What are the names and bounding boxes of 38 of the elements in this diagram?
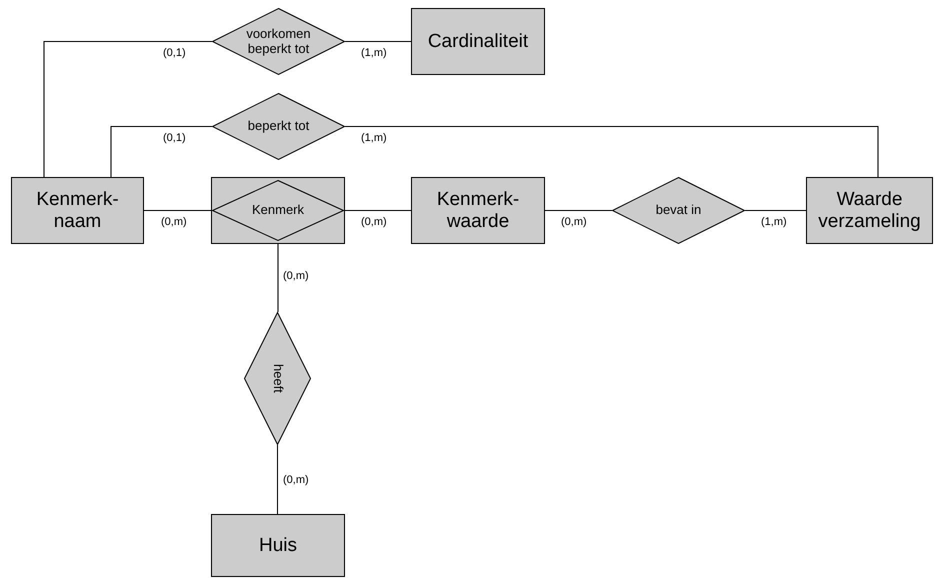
- relationship-diamond: [612, 177, 745, 244]
- relationship-name: Kenmerk: [252, 203, 304, 218]
- relationship-line: [344, 126, 878, 178]
- cardinality-label: (0,m): [283, 270, 309, 282]
- cardinality-label: (1,m): [361, 47, 387, 59]
- cardinality-label: (0,m): [561, 216, 587, 228]
- relationship-line: [344, 41, 412, 42]
- entity-name: Kenmerk-naam: [35, 188, 120, 232]
- entity-box: [411, 177, 545, 244]
- entity-box: [211, 514, 345, 577]
- relationship-line: [544, 210, 612, 211]
- cardinality-label: (0,1): [163, 132, 186, 144]
- relationship-name: beperkt tot: [248, 119, 310, 134]
- cardinality-label: (0,1): [163, 47, 186, 59]
- relationship-line: [277, 444, 278, 514]
- cardinality-label: (0,m): [161, 216, 187, 228]
- relationship-line: [44, 41, 212, 178]
- entity-name: Waarde verzameling: [817, 188, 922, 232]
- cardinality-label: (0,m): [361, 216, 387, 228]
- cardinality-label: (0,m): [283, 474, 309, 486]
- entity-box: [411, 8, 545, 75]
- relationship-diamond: [212, 8, 345, 75]
- cardinality-label: (1,m): [361, 132, 387, 144]
- relationship-line: [144, 210, 212, 211]
- relationship-line: [110, 126, 212, 178]
- entity-name: Cardinaliteit: [428, 30, 528, 52]
- relationship-name: bevat in: [656, 203, 702, 218]
- entity-box: [11, 177, 144, 244]
- entity-box: [806, 177, 933, 244]
- relationship-name: heeft: [270, 364, 285, 393]
- relationship-name: voorkomen beperkt tot: [245, 26, 312, 56]
- entity-name: Huis: [258, 534, 297, 556]
- relationship-diamond: [212, 93, 345, 160]
- relationship-diamond: [244, 312, 311, 445]
- entity-name: Kenmerk-waarde: [436, 188, 520, 232]
- cardinality-label: (1,m): [761, 216, 787, 228]
- relationship-line: [344, 210, 412, 211]
- relationship-line: [744, 210, 806, 211]
